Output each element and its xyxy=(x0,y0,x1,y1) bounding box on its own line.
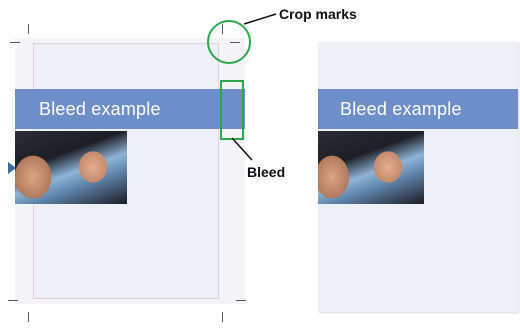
bar-title-left: Bleed example xyxy=(39,99,161,119)
photo-left xyxy=(15,131,127,204)
bleed-leader-line xyxy=(231,137,253,161)
crop-mark-bottom-right-horizontal xyxy=(236,300,246,301)
crop-marks-leader-line xyxy=(243,13,277,25)
bleed-label: Bleed xyxy=(247,164,286,180)
crop-mark-top-left-horizontal xyxy=(10,42,20,43)
bar-title-right: Bleed example xyxy=(340,99,462,119)
crop-marks-highlight-circle xyxy=(207,20,251,64)
crop-mark-bottom-left-horizontal xyxy=(8,300,18,301)
photo-edge-marker xyxy=(8,162,16,174)
bleed-bar-right: Bleed example xyxy=(318,89,518,129)
bleed-bar-left: Bleed example xyxy=(15,89,245,129)
crop-mark-top-left-vertical xyxy=(28,24,29,34)
photo-right xyxy=(318,131,424,204)
crop-marks-label: Crop marks xyxy=(279,6,357,22)
crop-mark-bottom-left-vertical xyxy=(28,312,29,322)
crop-mark-bottom-right-vertical xyxy=(222,312,223,322)
